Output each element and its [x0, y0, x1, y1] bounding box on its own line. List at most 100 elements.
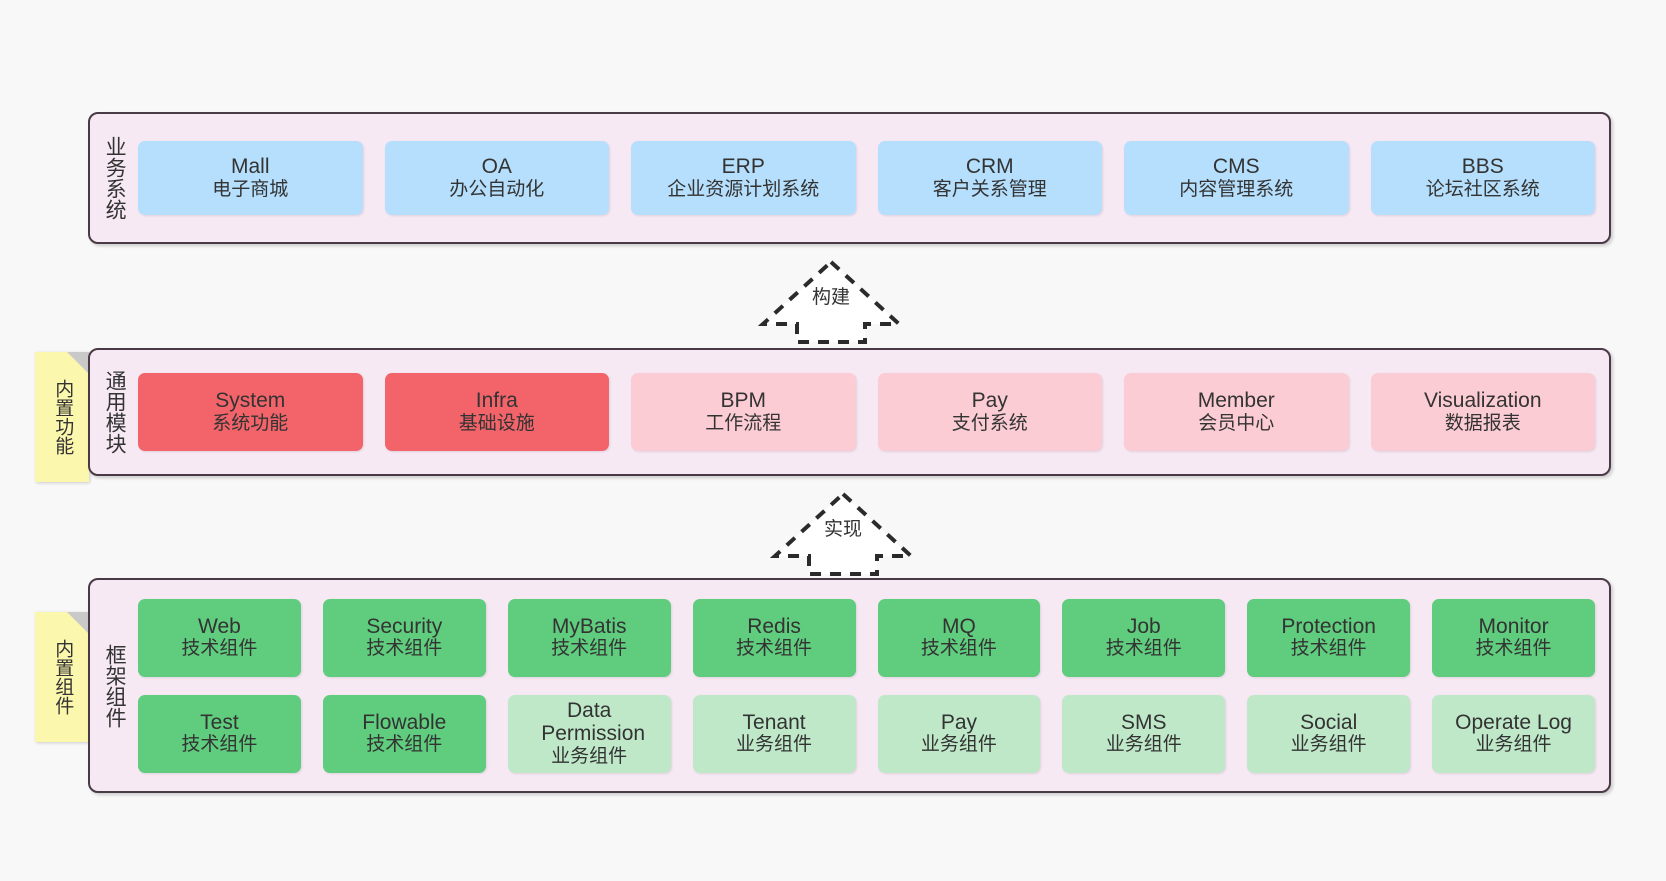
card-visualization-desc: 数据报表: [1444, 412, 1521, 434]
card-flowable[interactable]: Flowable 技术组件: [322, 694, 486, 773]
card-bpm[interactable]: BPM 工作流程: [631, 373, 856, 451]
layer-framework-component-title: 框架组件: [103, 643, 127, 728]
card-mq-title: MQ: [942, 614, 976, 638]
card-erp-desc: 企业资源计划系统: [667, 178, 820, 200]
card-protection-title: Protection: [1281, 614, 1376, 638]
card-bbs-title: BBS: [1461, 155, 1504, 179]
card-redis[interactable]: Redis 技术组件: [692, 598, 856, 677]
card-web[interactable]: Web 技术组件: [138, 598, 301, 677]
card-pay-component[interactable]: Pay 业务组件: [877, 694, 1041, 773]
card-pay-module-title: Pay: [971, 389, 1008, 413]
card-flowable-desc: 技术组件: [366, 734, 443, 756]
note-built-in-features: 内置功能: [35, 352, 89, 482]
card-monitor-desc: 技术组件: [1475, 638, 1552, 660]
layer-common-module-body: System 系统功能 Infra 基础设施 BPM 工作流程 Pay 支付系统…: [138, 350, 1609, 474]
card-crm-desc: 客户关系管理: [932, 178, 1047, 200]
card-erp-title: ERP: [721, 155, 765, 179]
card-oa[interactable]: OA 办公自动化: [384, 141, 609, 215]
card-social[interactable]: Social 业务组件: [1247, 694, 1411, 773]
card-oa-desc: 办公自动化: [449, 178, 545, 200]
connector-implement: 实现: [770, 490, 916, 576]
card-mq[interactable]: MQ 技术组件: [877, 598, 1041, 677]
card-operate-log-desc: 业务组件: [1475, 734, 1552, 756]
card-oa-title: OA: [481, 155, 512, 179]
card-system-title: System: [215, 389, 286, 413]
card-sms-title: SMS: [1121, 710, 1167, 734]
card-member[interactable]: Member 会员中心: [1124, 373, 1349, 451]
card-data-permission-title: Data Permission: [541, 698, 646, 746]
card-visualization-title: Visualization: [1423, 389, 1542, 413]
card-mall-title: Mall: [230, 155, 270, 179]
card-operate-log[interactable]: Operate Log 业务组件: [1432, 694, 1595, 773]
card-operate-log-title: Operate Log: [1455, 710, 1572, 734]
card-redis-desc: 技术组件: [736, 638, 813, 660]
card-job-desc: 技术组件: [1105, 638, 1182, 660]
layer-framework-component[interactable]: 框架组件 Web 技术组件 Security 技术组件 MyBatis 技术组件…: [88, 578, 1611, 793]
card-pay-component-title: Pay: [940, 710, 978, 734]
card-tenant-desc: 业务组件: [736, 734, 813, 756]
card-security[interactable]: Security 技术组件: [322, 598, 486, 677]
card-monitor-title: Monitor: [1478, 614, 1549, 638]
layer-framework-row-business: Test 技术组件 Flowable 技术组件 Data Permission …: [138, 694, 1595, 773]
layer-common-module-title: 通用模块: [103, 370, 127, 454]
card-social-title: Social: [1300, 710, 1358, 734]
card-sms[interactable]: SMS 业务组件: [1062, 694, 1226, 773]
card-crm-title: CRM: [965, 155, 1014, 179]
card-security-title: Security: [366, 614, 443, 638]
card-pay-component-desc: 业务组件: [920, 734, 997, 756]
card-member-title: Member: [1197, 389, 1275, 413]
card-system-desc: 系统功能: [212, 412, 289, 434]
connector-build: 构建: [758, 258, 904, 344]
card-bpm-title: BPM: [720, 389, 766, 413]
card-pay-module[interactable]: Pay 支付系统: [877, 373, 1102, 451]
card-erp[interactable]: ERP 企业资源计划系统: [631, 141, 856, 215]
layer-business-system-body: Mall 电子商城 OA 办公自动化 ERP 企业资源计划系统 CRM 客户关系…: [138, 114, 1609, 242]
layer-business-system-title: 业务系统: [103, 136, 127, 220]
note-built-in-components-label: 内置组件: [52, 639, 74, 715]
card-test-desc: 技术组件: [181, 734, 258, 756]
card-visualization[interactable]: Visualization 数据报表: [1370, 373, 1595, 451]
layer-business-system-row: Mall 电子商城 OA 办公自动化 ERP 企业资源计划系统 CRM 客户关系…: [138, 141, 1595, 215]
note-fold-corner-icon: [67, 612, 89, 634]
connector-build-label: 构建: [811, 287, 851, 308]
card-bbs-desc: 论坛社区系统: [1425, 178, 1540, 200]
card-monitor[interactable]: Monitor 技术组件: [1432, 598, 1595, 677]
card-job[interactable]: Job 技术组件: [1062, 598, 1226, 677]
card-job-title: Job: [1126, 614, 1161, 638]
card-mybatis-desc: 技术组件: [551, 638, 628, 660]
card-test[interactable]: Test 技术组件: [138, 694, 301, 773]
layer-common-module-row: System 系统功能 Infra 基础设施 BPM 工作流程 Pay 支付系统…: [138, 373, 1595, 451]
card-sms-desc: 业务组件: [1105, 734, 1182, 756]
card-security-desc: 技术组件: [366, 638, 443, 660]
layer-framework-row-technical: Web 技术组件 Security 技术组件 MyBatis 技术组件 Redi…: [138, 598, 1595, 677]
note-fold-corner-icon: [67, 352, 89, 374]
card-redis-title: Redis: [747, 614, 801, 638]
card-infra[interactable]: Infra 基础设施: [384, 373, 609, 451]
card-crm[interactable]: CRM 客户关系管理: [877, 141, 1102, 215]
layer-common-module[interactable]: 通用模块 System 系统功能 Infra 基础设施 BPM 工作流程 Pay: [88, 348, 1611, 476]
card-mall[interactable]: Mall 电子商城: [138, 141, 363, 215]
card-member-desc: 会员中心: [1198, 412, 1275, 434]
card-infra-desc: 基础设施: [458, 412, 535, 434]
card-flowable-title: Flowable: [362, 710, 447, 734]
card-data-permission-desc: 业务组件: [551, 746, 628, 768]
card-mall-desc: 电子商城: [212, 178, 289, 200]
card-data-permission[interactable]: Data Permission 业务组件: [507, 694, 671, 773]
card-protection[interactable]: Protection 技术组件: [1247, 598, 1411, 677]
card-tenant[interactable]: Tenant 业务组件: [692, 694, 856, 773]
connector-implement-label: 实现: [823, 519, 863, 540]
card-test-title: Test: [200, 710, 239, 734]
card-tenant-title: Tenant: [742, 710, 806, 734]
card-web-title: Web: [198, 614, 241, 638]
card-infra-title: Infra: [475, 389, 518, 413]
card-cms[interactable]: CMS 内容管理系统: [1124, 141, 1349, 215]
card-pay-module-desc: 支付系统: [951, 412, 1028, 434]
card-system[interactable]: System 系统功能: [138, 373, 363, 451]
card-mybatis-title: MyBatis: [551, 614, 627, 638]
card-cms-title: CMS: [1212, 155, 1260, 179]
card-bbs[interactable]: BBS 论坛社区系统: [1370, 141, 1595, 215]
layer-business-system[interactable]: 业务系统 Mall 电子商城 OA 办公自动化 ERP 企业资源计划系统 CRM: [88, 112, 1611, 244]
card-social-desc: 业务组件: [1290, 734, 1367, 756]
card-mybatis[interactable]: MyBatis 技术组件: [507, 598, 671, 677]
